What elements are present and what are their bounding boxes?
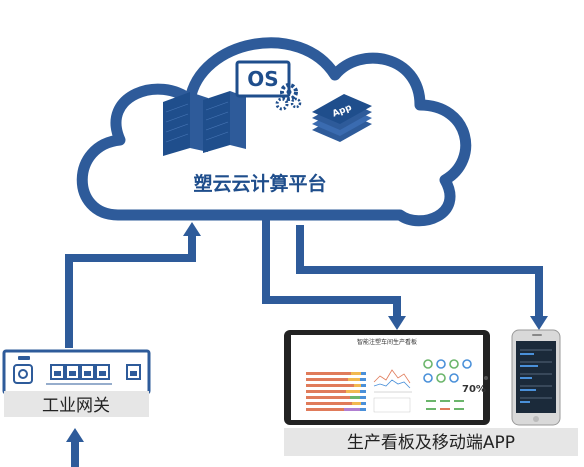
gateway-input-arrow	[66, 428, 84, 467]
dashboard-title: 智能注塑车间生产看板	[357, 338, 417, 346]
mobile-arrow	[296, 225, 548, 330]
dashboard-line-chart	[373, 369, 412, 413]
gateway-label: 工业网关	[42, 396, 110, 416]
dashboard-tablet: 智能注塑车间生产看板 70%	[284, 330, 490, 425]
uplink-arrow	[65, 222, 201, 348]
ethernet-ports	[50, 364, 141, 380]
mobile-phone	[511, 329, 561, 426]
display-label-bg	[284, 428, 578, 456]
cloud-shape	[76, 37, 472, 227]
app-stack-icon: App	[312, 94, 372, 142]
dashboard-status-bars	[426, 400, 464, 410]
dashboard-arrow	[262, 220, 406, 330]
server-rack-icon	[163, 91, 246, 156]
svg-text:OS: OS	[247, 67, 278, 91]
dashboard-bar-chart	[306, 372, 366, 411]
industrial-gateway: 工业网关	[2, 349, 151, 417]
platform-title: 塑云云计算平台	[193, 172, 326, 195]
dashboard-gauges	[423, 359, 472, 383]
dashboard-percent: 70%	[462, 384, 486, 395]
os-icon: OS	[235, 60, 291, 98]
power-port-icon	[13, 364, 33, 384]
display-label: 生产看板及移动端APP	[347, 433, 515, 453]
gear-icon	[275, 83, 302, 111]
